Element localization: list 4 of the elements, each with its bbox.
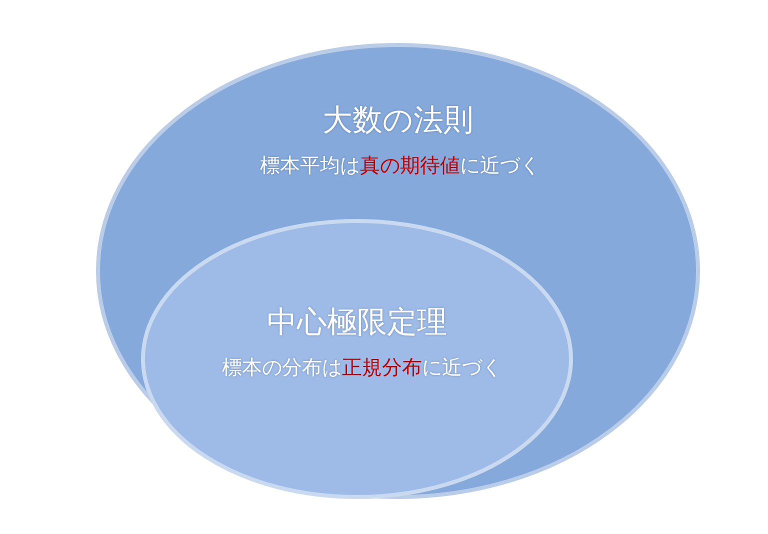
heading: 中心極限定理 (267, 304, 447, 342)
description: 標本平均は真の期待値に近づく (260, 152, 540, 179)
description: 標本の分布は正規分布に近づく (222, 354, 502, 381)
heading: 大数の法則 (322, 102, 474, 140)
